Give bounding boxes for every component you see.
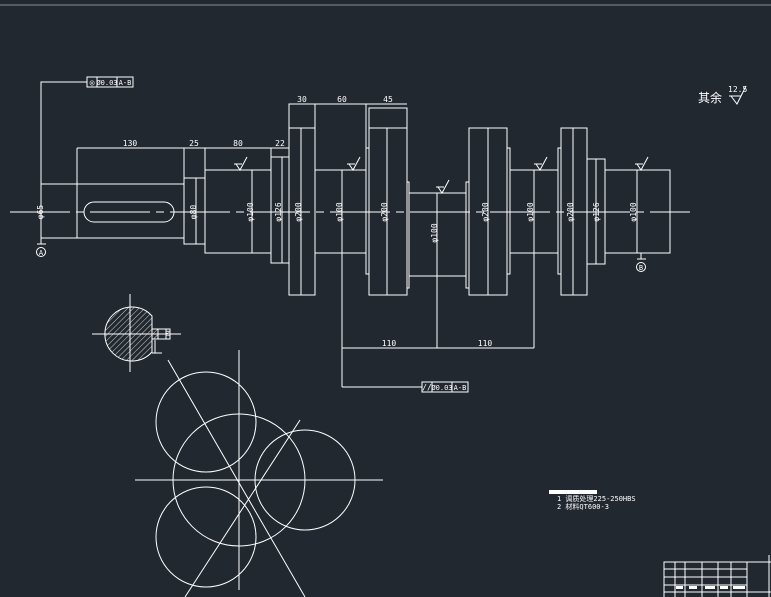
dia-label: φ100 [335, 202, 344, 221]
technical-notes: 1 调质处理225-250HBS 2 材料QT600-3 [549, 490, 636, 511]
fcf-tolerance: Ø0.03 [431, 384, 452, 392]
roughness-icon [347, 156, 361, 171]
dim-110-left: 110 [382, 339, 397, 348]
note-1: 1 调质处理225-250HBS [557, 494, 636, 503]
parallelism-symbol: // [422, 383, 432, 392]
dia-label: φ100 [526, 202, 535, 221]
roughness-icon [729, 85, 747, 105]
dia-label: φ126 [592, 202, 601, 221]
diameter-labels: φ65 φ80 φ100 φ126 φ200 φ100 φ200 φ100 φ2… [36, 202, 638, 242]
fcf-datum: A-B [119, 79, 132, 87]
roughness-icon [635, 156, 649, 171]
dia-label: φ200 [380, 202, 389, 221]
crank-web-1 [288, 103, 316, 296]
roughness-icon [234, 156, 248, 171]
datum-a-label: A [39, 249, 44, 257]
title-block [663, 555, 771, 597]
bottom-tolerance-frame: // Ø0.03 A-B [342, 381, 469, 393]
roughness-icon [436, 179, 450, 194]
dim-25: 25 [189, 139, 199, 148]
dim-110-right: 110 [478, 339, 493, 348]
rest-roughness-value: 12.5 [728, 85, 747, 94]
rest-label: 其余 [698, 90, 722, 105]
top-tolerance-frame: ◎ Ø0.03 A-B [40, 76, 134, 184]
concentricity-symbol: ◎ [90, 78, 95, 87]
rest-roughness-note: 其余 12.5 [698, 85, 747, 105]
dia-label: φ100 [430, 223, 439, 242]
dia-label: φ200 [294, 202, 303, 221]
datum-b-label: B [639, 264, 643, 272]
dia-label: φ126 [274, 202, 283, 221]
fcf-datum: A-B [454, 384, 467, 392]
datum-b: B [636, 253, 646, 272]
dim-130: 130 [123, 139, 138, 148]
dia-label: φ100 [246, 202, 255, 221]
dia-label: φ200 [566, 202, 575, 221]
roughness-symbols [234, 156, 649, 194]
dia-label: φ200 [481, 202, 490, 221]
roughness-icon [534, 156, 548, 171]
section-dim: 19 [165, 330, 172, 338]
dim-22: 22 [275, 139, 285, 148]
datum-a: A [36, 238, 46, 257]
keyway-section-view: 19 [92, 294, 181, 372]
keyway-slot [83, 201, 175, 223]
dim-30: 30 [297, 95, 307, 104]
note-2: 2 材料QT600-3 [557, 502, 609, 511]
fcf-tolerance: Ø0.03 [96, 79, 117, 87]
dia-label: φ100 [629, 202, 638, 221]
dia-label: φ65 [36, 205, 45, 220]
crank-layout-view [135, 350, 383, 597]
dim-80: 80 [233, 139, 243, 148]
crank-web-2 [368, 107, 408, 296]
dim-45: 45 [383, 95, 393, 104]
dim-60: 60 [337, 95, 347, 104]
dia-label: φ80 [189, 205, 198, 220]
length-dimensions: 130 25 80 22 30 60 45 110 110 [77, 95, 534, 387]
